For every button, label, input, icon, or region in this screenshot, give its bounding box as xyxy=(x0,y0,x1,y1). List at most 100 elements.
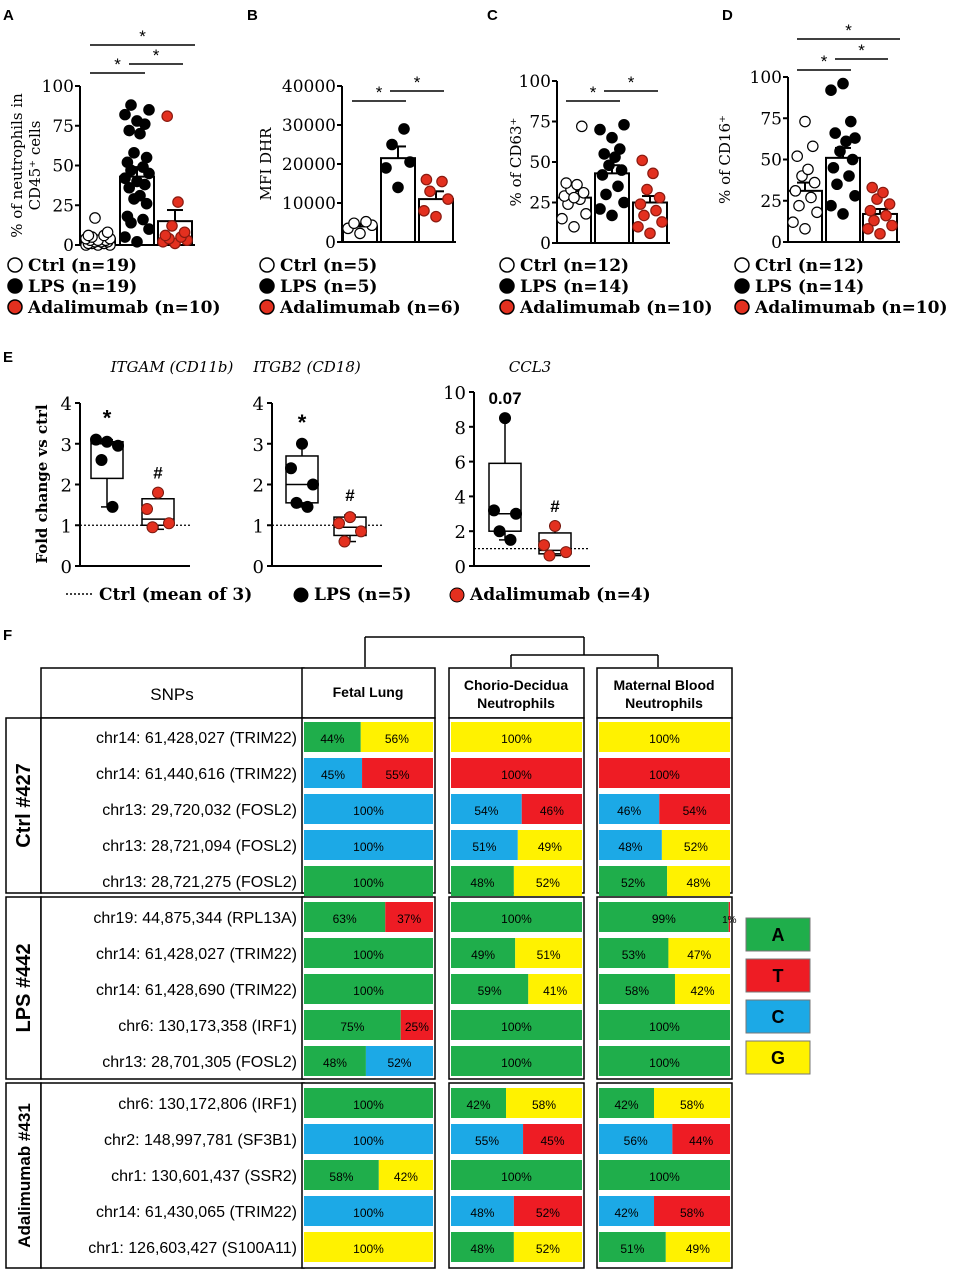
y-tick-label: 8 xyxy=(455,418,466,439)
data-point xyxy=(131,115,143,127)
allele-segment-g xyxy=(665,1232,730,1262)
data-point xyxy=(789,185,802,197)
allele-segment-a xyxy=(599,1088,655,1118)
y-tick-label: 3 xyxy=(61,435,72,456)
y-tick-label: 4 xyxy=(61,394,72,415)
allele-percent: 100% xyxy=(501,912,532,926)
data-point xyxy=(834,145,846,158)
allele-percent: 42% xyxy=(394,1170,418,1184)
allele-segment-a xyxy=(451,902,582,932)
allele-segment-t xyxy=(362,758,433,788)
allele-percent: 37% xyxy=(397,912,421,926)
legend-label: Ctrl (mean of 3) xyxy=(99,585,252,605)
allele-segment-g xyxy=(513,1232,582,1262)
allele-percent: 100% xyxy=(649,1020,680,1034)
legend-label: LPS (n=5) xyxy=(314,585,411,605)
data-point xyxy=(575,120,588,133)
y-tick-label: 100 xyxy=(750,68,782,88)
snp-name: chr2: 148,997,781 (SF3B1) xyxy=(104,1132,297,1149)
data-point xyxy=(606,131,618,144)
allele-percent: 54% xyxy=(474,804,498,818)
legend-label: LPS (n=5) xyxy=(280,277,377,297)
data-point xyxy=(355,525,367,538)
group-label-text: Ctrl #427 xyxy=(13,763,35,848)
snp-name: chr13: 28,701,305 (FOSL2) xyxy=(102,1054,297,1071)
data-point xyxy=(613,143,626,155)
legend-marker xyxy=(734,257,750,273)
snp-name: chr14: 61,428,027 (TRIM22) xyxy=(96,946,297,963)
y-tick-label: 0 xyxy=(63,236,74,256)
allele-segment-t xyxy=(385,902,433,932)
data-point xyxy=(380,162,392,174)
data-point xyxy=(125,99,137,111)
allele-percent: 100% xyxy=(353,1242,384,1256)
legend-marker xyxy=(7,257,23,273)
y-axis-label: % of CD16⁺ xyxy=(716,115,734,204)
allele-percent: 100% xyxy=(353,804,384,818)
data-point xyxy=(634,198,647,210)
allele-segment-g xyxy=(599,722,730,752)
data-point xyxy=(556,212,568,225)
panel-letter-e: E xyxy=(3,349,13,366)
data-point xyxy=(163,517,175,530)
allele-percent: 55% xyxy=(475,1134,499,1148)
allele-segment-a xyxy=(451,1232,514,1262)
allele-percent: 100% xyxy=(353,1206,384,1220)
data-point xyxy=(140,151,153,164)
allele-segment-c xyxy=(599,1196,655,1226)
allele-segment-g xyxy=(378,1160,433,1190)
data-point xyxy=(392,181,404,194)
allele-segment-a xyxy=(599,1046,730,1076)
data-point xyxy=(89,212,101,224)
y-tick-label: 25 xyxy=(760,192,782,212)
y-label: Fold change vs ctrl xyxy=(33,404,51,564)
data-point xyxy=(653,191,666,204)
allele-percent: 42% xyxy=(690,984,714,998)
allele-segment-a xyxy=(451,1046,582,1076)
allele-segment-g xyxy=(506,1088,582,1118)
data-point xyxy=(577,186,590,199)
y-tick-label: 25 xyxy=(52,196,74,216)
legend-label: Ctrl (n=12) xyxy=(520,256,629,276)
allele-segment-g xyxy=(517,830,582,860)
y-tick-label: 50 xyxy=(52,157,74,177)
allele-percent: 100% xyxy=(501,732,532,746)
data-point xyxy=(600,188,612,201)
allele-segment-c xyxy=(451,1196,514,1226)
legend-marker xyxy=(734,299,750,315)
allele-segment-g xyxy=(528,974,582,1004)
data-point xyxy=(849,132,861,144)
allele-segment-a xyxy=(599,1160,730,1190)
allele-segment-c xyxy=(304,1196,433,1226)
allele-percent: 49% xyxy=(538,840,562,854)
y-tick-label: 100 xyxy=(519,72,551,92)
data-point xyxy=(647,167,659,180)
allele-segment-g xyxy=(451,722,582,752)
allele-segment-c xyxy=(304,758,363,788)
data-point xyxy=(166,220,178,232)
allele-segment-a xyxy=(304,866,433,896)
data-point xyxy=(831,178,843,191)
data-point xyxy=(143,104,155,116)
allele-percent: 63% xyxy=(333,912,357,926)
data-point xyxy=(560,546,572,559)
snp-name: chr14: 61,428,027 (TRIM22) xyxy=(96,730,297,747)
data-point xyxy=(799,115,811,128)
y-tick-label: 6 xyxy=(455,453,466,474)
allele-percent: 46% xyxy=(617,804,641,818)
data-point xyxy=(488,504,500,517)
significance-label: * xyxy=(103,406,112,431)
allele-percent: 100% xyxy=(501,1020,532,1034)
allele-percent: 52% xyxy=(536,876,560,890)
panel-letter-d: D xyxy=(722,7,733,24)
y-tick-label: 10 xyxy=(443,383,466,404)
legend-marker xyxy=(449,587,465,603)
allele-segment-t xyxy=(451,758,582,788)
data-point xyxy=(296,437,308,450)
